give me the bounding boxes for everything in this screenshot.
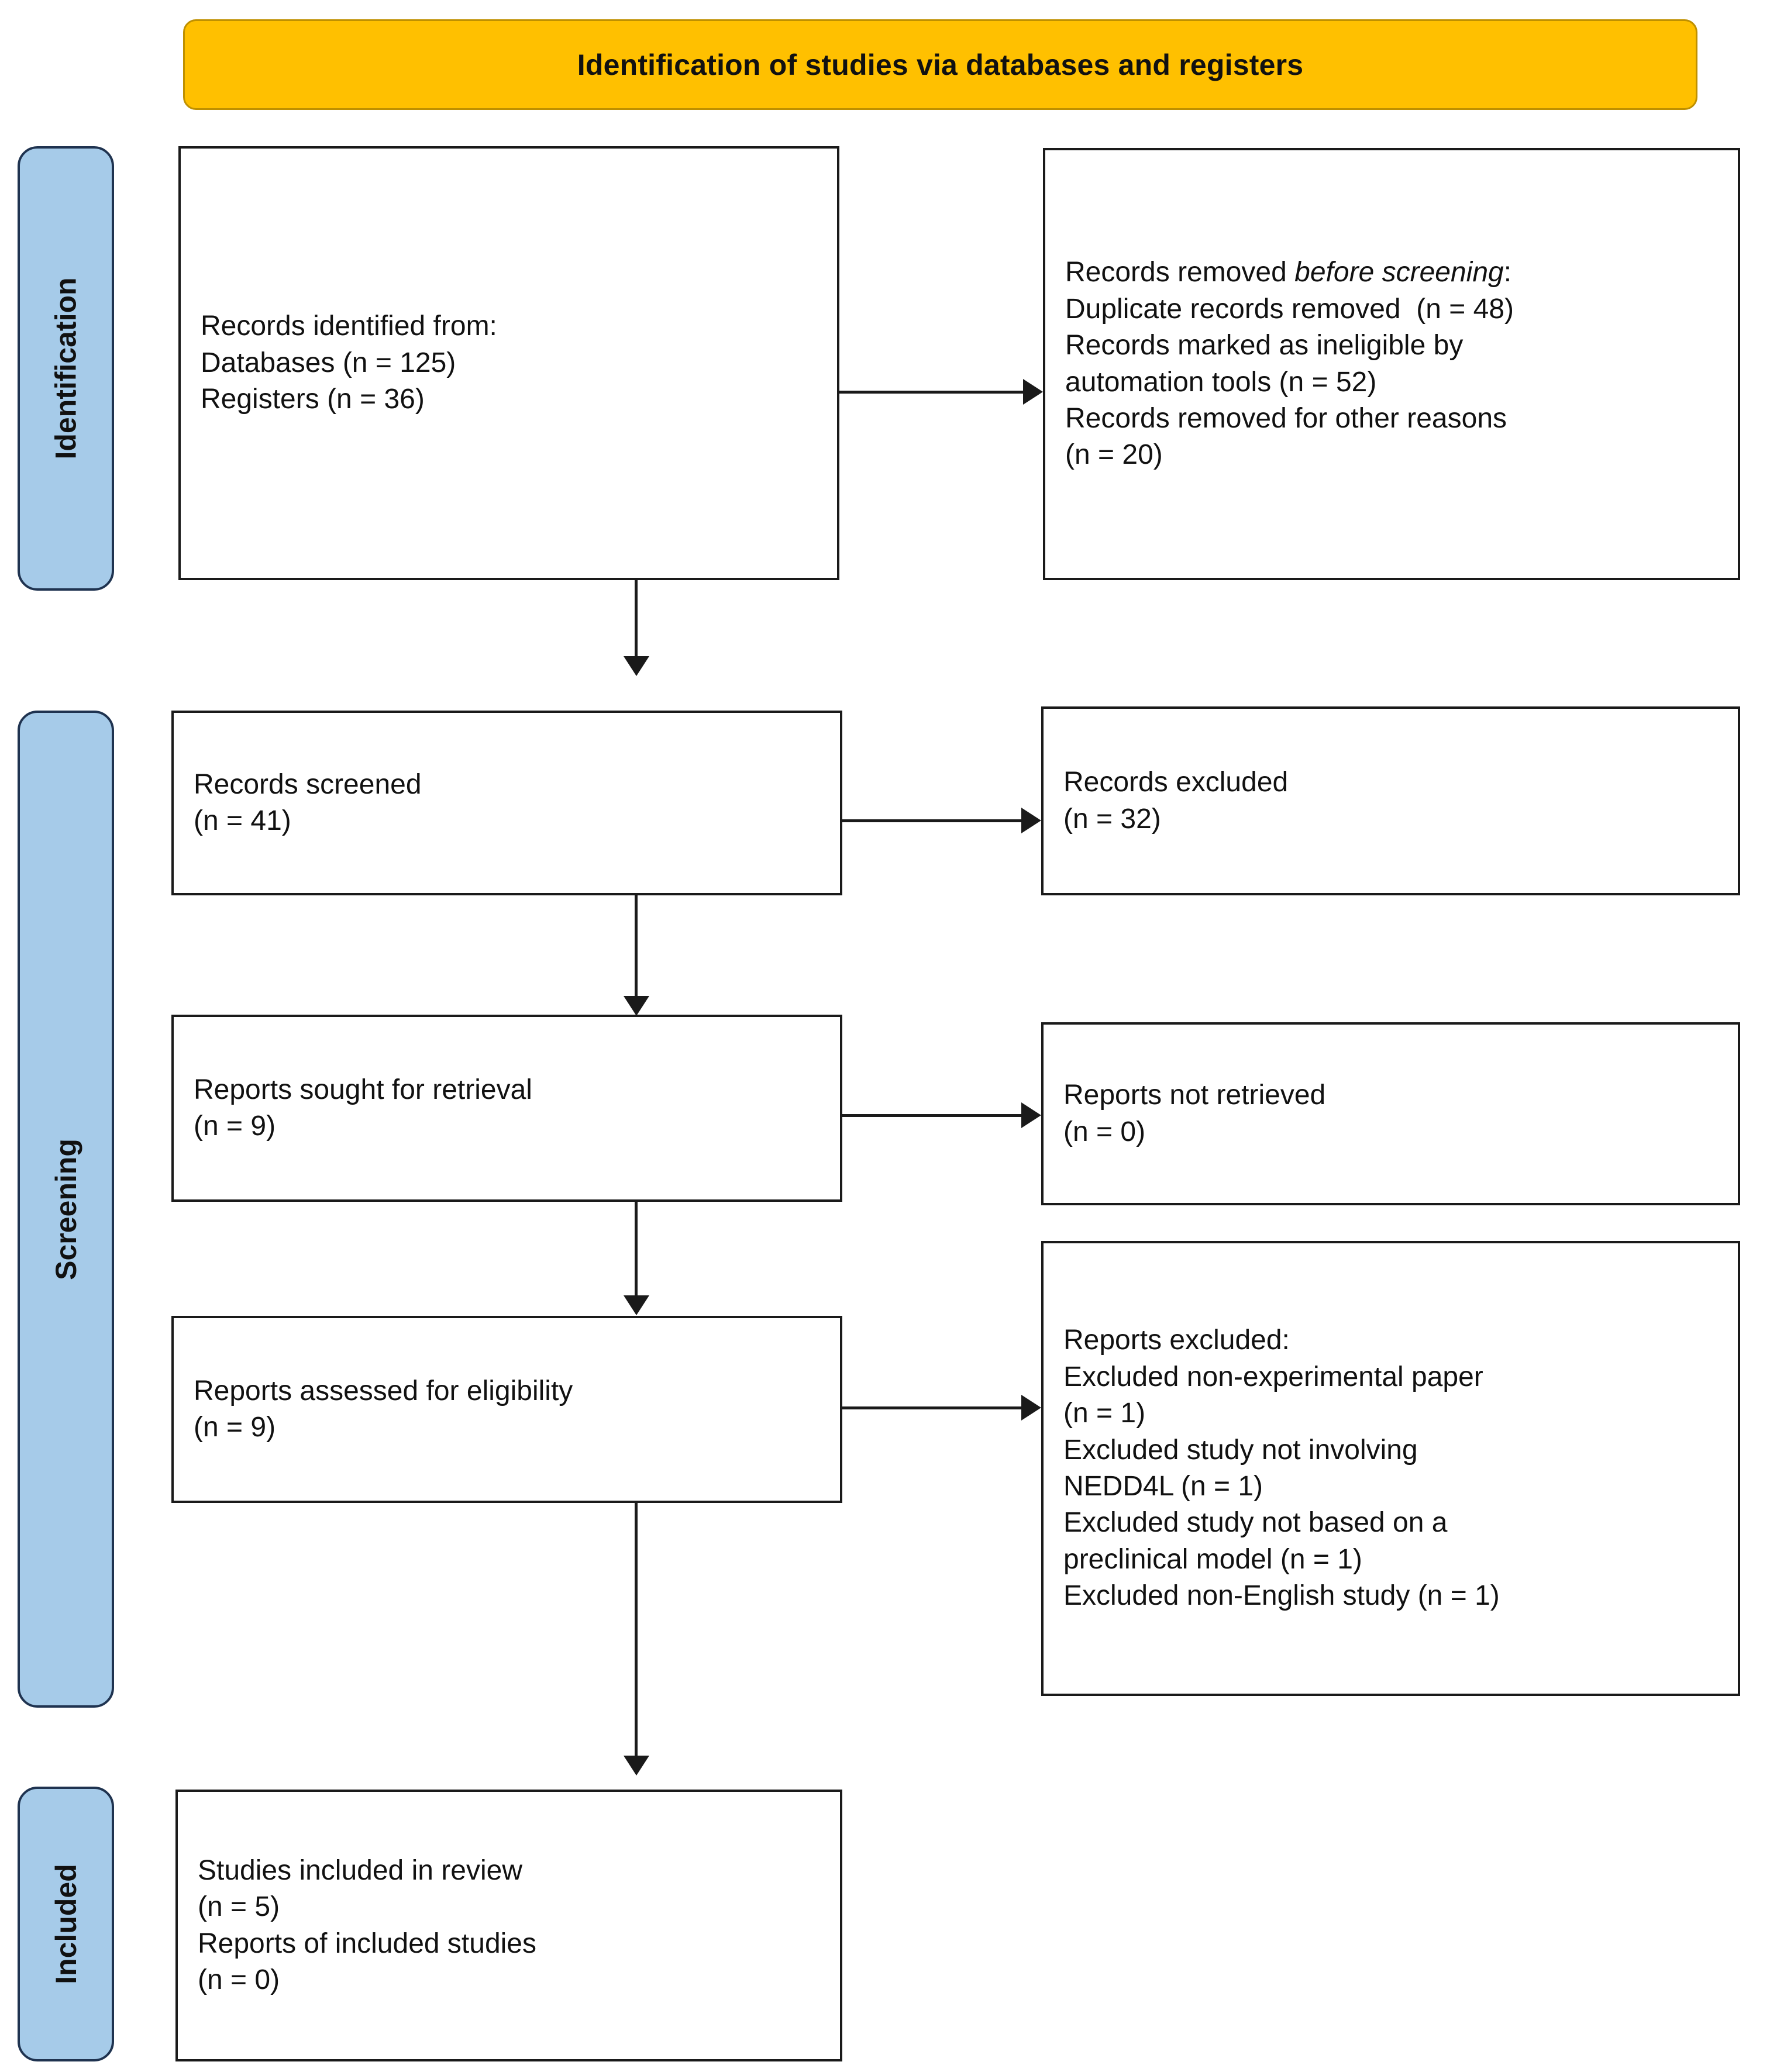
box-reports-excluded-line-6: Excluded study not based on a	[1063, 1507, 1448, 1539]
box-reports-assessed-line-1: Reports assessed for eligibility	[194, 1375, 573, 1406]
box-studies-included-line-4: (n = 0)	[198, 1964, 280, 1995]
connector-assessed-to-included-arrowhead	[624, 1756, 649, 1775]
connector-assessed-to-included-line	[635, 1503, 638, 1756]
box-reports-excluded-line-2: Excluded non-experimental paper	[1063, 1361, 1483, 1392]
connector-screened-to-sought-line	[635, 895, 638, 996]
box-records-removed-line-2: Records marked as ineligible by	[1065, 330, 1463, 361]
box-records-identified: Records identified from: Databases (n = …	[178, 146, 839, 580]
box-records-identified-line-1: Records identified from:	[201, 311, 497, 342]
box-reports-excluded-line-5: NEDD4L (n = 1)	[1063, 1471, 1263, 1502]
box-studies-included-line-3: Reports of included studies	[198, 1928, 536, 1959]
box-reports-excluded: Reports excluded: Excluded non-experimen…	[1041, 1241, 1740, 1696]
connector-assessed-to-excluded-arrowhead	[1021, 1395, 1041, 1421]
connector-assessed-to-excluded-line	[842, 1406, 1021, 1409]
connector-sought-to-not-retrieved-line	[842, 1114, 1021, 1117]
box-reports-excluded-line-3: (n = 1)	[1063, 1398, 1146, 1429]
box-records-screened-line-1: Records screened	[194, 768, 422, 800]
box-records-removed-line-1: Duplicate records removed (n = 48)	[1065, 293, 1514, 325]
box-records-removed-heading-italic: before screening	[1294, 257, 1504, 288]
stage-label-included-text: Included	[49, 1864, 82, 1984]
box-studies-included: Studies included in review (n = 5) Repor…	[175, 1790, 842, 2061]
box-reports-excluded-line-4: Excluded study not involving	[1063, 1434, 1418, 1466]
connector-identified-to-removed-line	[839, 391, 1023, 394]
box-records-removed-heading-post: :	[1503, 257, 1512, 288]
connector-screened-to-excluded-line	[842, 819, 1021, 822]
stage-label-screening-text: Screening	[49, 1138, 82, 1280]
box-reports-not-retrieved-line-1: Reports not retrieved	[1063, 1080, 1326, 1111]
diagram-header-banner: Identification of studies via databases …	[183, 19, 1697, 110]
box-records-excluded-line-2: (n = 32)	[1063, 803, 1161, 835]
box-reports-excluded-line-7: preclinical model (n = 1)	[1063, 1543, 1362, 1575]
box-records-removed-heading-pre: Records removed	[1065, 257, 1295, 288]
box-reports-assessed-line-2: (n = 9)	[194, 1412, 276, 1443]
box-records-removed: Records removed before screening: Duplic…	[1043, 148, 1740, 580]
box-records-removed-line-3: automation tools (n = 52)	[1065, 366, 1377, 398]
connector-identified-to-screened-arrowhead	[624, 656, 649, 676]
box-records-removed-line-4: Records removed for other reasons	[1065, 402, 1507, 434]
box-reports-sought-line-2: (n = 9)	[194, 1111, 276, 1142]
stage-label-included: Included	[18, 1787, 114, 2061]
connector-sought-to-not-retrieved-arrowhead	[1021, 1102, 1041, 1128]
box-reports-excluded-line-8: Excluded non-English study (n = 1)	[1063, 1580, 1500, 1612]
box-records-screened-line-2: (n = 41)	[194, 805, 291, 836]
page-title: Identification of studies via databases …	[577, 48, 1304, 81]
box-studies-included-line-2: (n = 5)	[198, 1891, 280, 1923]
connector-identified-to-screened-line	[635, 580, 638, 656]
box-records-removed-heading: Records removed before screening:	[1065, 254, 1718, 291]
box-records-removed-line-5: (n = 20)	[1065, 439, 1163, 471]
connector-screened-to-sought-arrowhead	[624, 996, 649, 1016]
box-records-screened: Records screened (n = 41)	[171, 711, 842, 895]
stage-label-identification-text: Identification	[49, 277, 82, 460]
connector-sought-to-assessed-arrowhead	[624, 1295, 649, 1315]
box-reports-excluded-line-1: Reports excluded:	[1063, 1325, 1290, 1356]
box-studies-included-line-1: Studies included in review	[198, 1854, 522, 1886]
stage-label-screening: Screening	[18, 711, 114, 1708]
box-reports-assessed: Reports assessed for eligibility (n = 9)	[171, 1316, 842, 1503]
box-records-identified-line-2: Databases (n = 125)	[201, 347, 456, 378]
box-reports-not-retrieved-line-2: (n = 0)	[1063, 1116, 1146, 1147]
connector-screened-to-excluded-arrowhead	[1021, 808, 1041, 833]
box-reports-sought: Reports sought for retrieval (n = 9)	[171, 1015, 842, 1202]
box-reports-not-retrieved: Reports not retrieved (n = 0)	[1041, 1022, 1740, 1205]
stage-label-identification: Identification	[18, 146, 114, 591]
box-records-excluded-line-1: Records excluded	[1063, 767, 1289, 798]
box-records-excluded: Records excluded (n = 32)	[1041, 706, 1740, 895]
box-reports-sought-line-1: Reports sought for retrieval	[194, 1074, 532, 1105]
connector-sought-to-assessed-line	[635, 1202, 638, 1295]
box-records-identified-line-3: Registers (n = 36)	[201, 384, 425, 415]
connector-identified-to-removed-arrowhead	[1023, 379, 1043, 405]
